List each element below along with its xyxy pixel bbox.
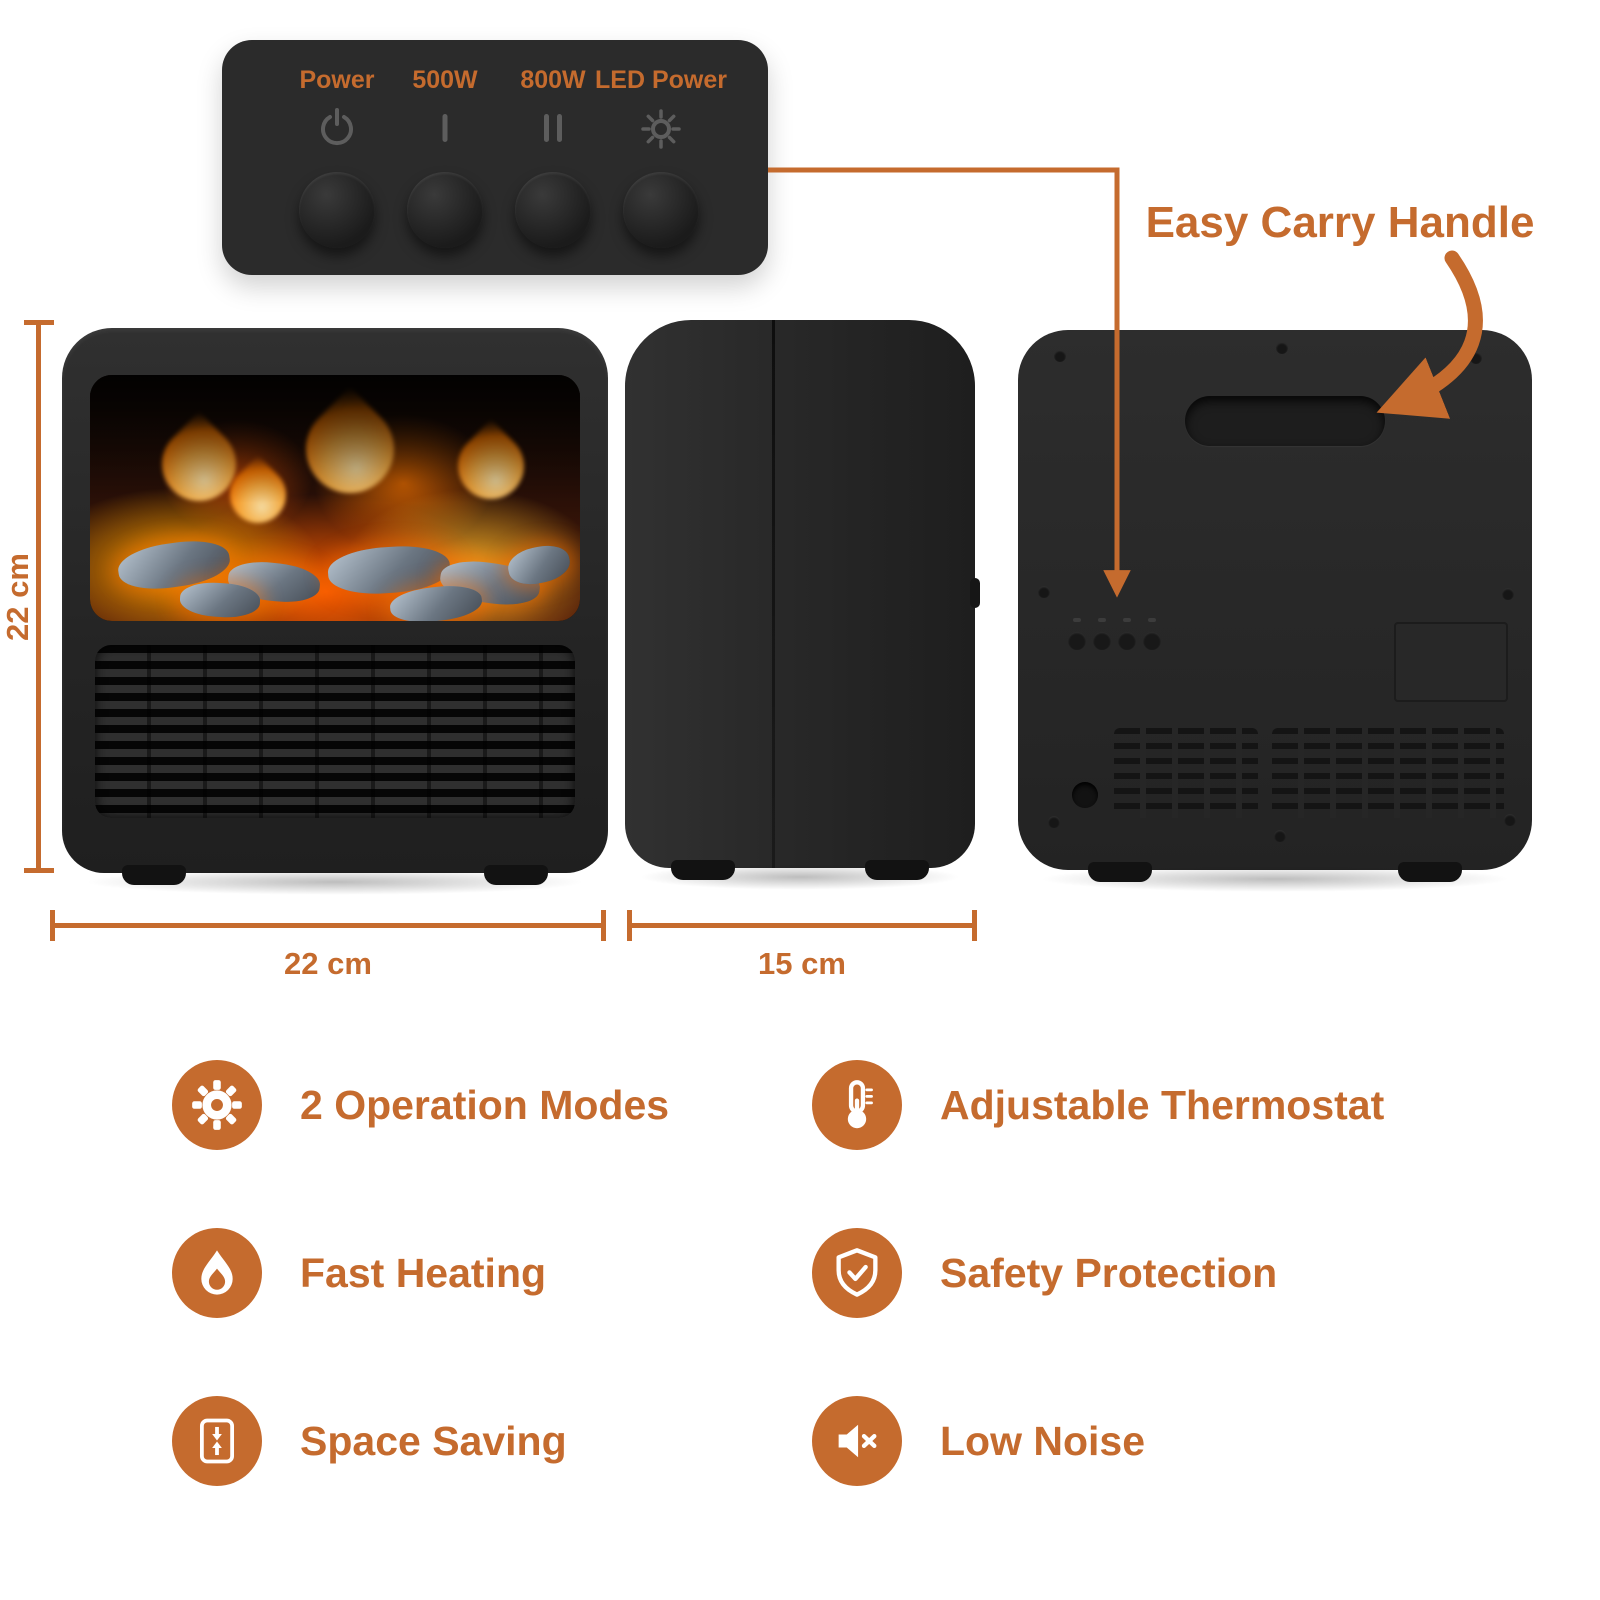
screw [1054,350,1066,362]
feature-label: Low Noise [940,1417,1146,1464]
800w-knob[interactable] [515,172,591,248]
feature-label: Fast Heating [300,1249,547,1296]
side-switch [970,578,980,608]
screen-vignette [90,375,580,621]
back-foot-left [1088,862,1152,882]
control-led: LED Power [595,66,727,275]
back-button[interactable] [1118,632,1136,650]
height-label: 22 cm [0,552,35,641]
flame-display [90,375,580,621]
feature-label: 2 Operation Modes [300,1081,670,1128]
front-grille [95,645,575,818]
control-500w: 500W [391,66,499,275]
thermometer-icon [812,1060,902,1150]
500w-knob[interactable] [407,172,483,248]
screw [1038,586,1050,598]
speaker-mute-icon [812,1396,902,1486]
800w-label: 800W [520,66,586,94]
feature-label: Adjustable Thermostat [940,1081,1385,1128]
500w-label: 500W [412,66,478,94]
back-button[interactable] [1143,632,1161,650]
depth-dimension: 15 cm [627,910,977,981]
space-saving-icon [172,1396,262,1486]
power-knob[interactable] [299,172,375,248]
mode-1-icon [422,100,468,158]
handle-callout-label: Easy Carry Handle [1145,198,1535,247]
screw [1470,352,1482,364]
heater-front-view [62,328,608,895]
flame-icon [172,1228,262,1318]
depth-line [627,923,977,928]
feature-thermostat: Adjustable Thermostat [812,1060,1384,1150]
heater-side-view [625,320,980,890]
feature-safety: Safety Protection [812,1228,1277,1318]
side-seam [772,320,775,868]
control-800w: 800W [499,66,607,275]
power-label: Power [299,66,375,94]
cord-hole [1072,782,1098,808]
front-foot-right [484,865,548,885]
back-foot-right [1398,862,1462,882]
width-line [50,923,606,928]
height-dimension: 22 cm [0,320,54,873]
heater-back-view [1018,330,1532,892]
back-buttons [1068,632,1161,650]
control-power: Power [283,66,391,275]
feature-space-saving: Space Saving [172,1396,567,1486]
gear-icon [172,1060,262,1150]
back-vents-right [1272,728,1504,818]
height-line [36,320,41,873]
feature-fast-heating: Fast Heating [172,1228,546,1318]
rating-plate [1394,622,1508,702]
depth-label: 15 cm [758,946,846,981]
side-foot-left [671,860,735,880]
back-vents-left [1114,728,1258,818]
control-panel: Power 500W 800W LED Power [222,40,768,275]
screw [1274,830,1286,842]
screw [1276,342,1288,354]
front-foot-left [122,865,186,885]
feature-label: Safety Protection [940,1249,1278,1296]
width-dimension: 22 cm [50,910,606,981]
width-label: 22 cm [284,946,372,981]
side-foot-right [865,860,929,880]
led-sun-icon [638,100,684,158]
feature-low-noise: Low Noise [812,1396,1145,1486]
screw [1502,588,1514,600]
screw [1504,814,1516,826]
back-button-marks [1073,618,1156,622]
led-knob[interactable] [623,172,699,248]
shield-check-icon [812,1228,902,1318]
led-power-label: LED Power [595,66,727,94]
carry-handle [1185,396,1385,446]
screw [1048,816,1060,828]
feature-label: Space Saving [300,1417,567,1464]
back-button[interactable] [1068,632,1086,650]
power-icon [314,100,360,158]
feature-operation-modes: 2 Operation Modes [172,1060,669,1150]
back-button[interactable] [1093,632,1111,650]
mode-2-icon [530,100,576,158]
